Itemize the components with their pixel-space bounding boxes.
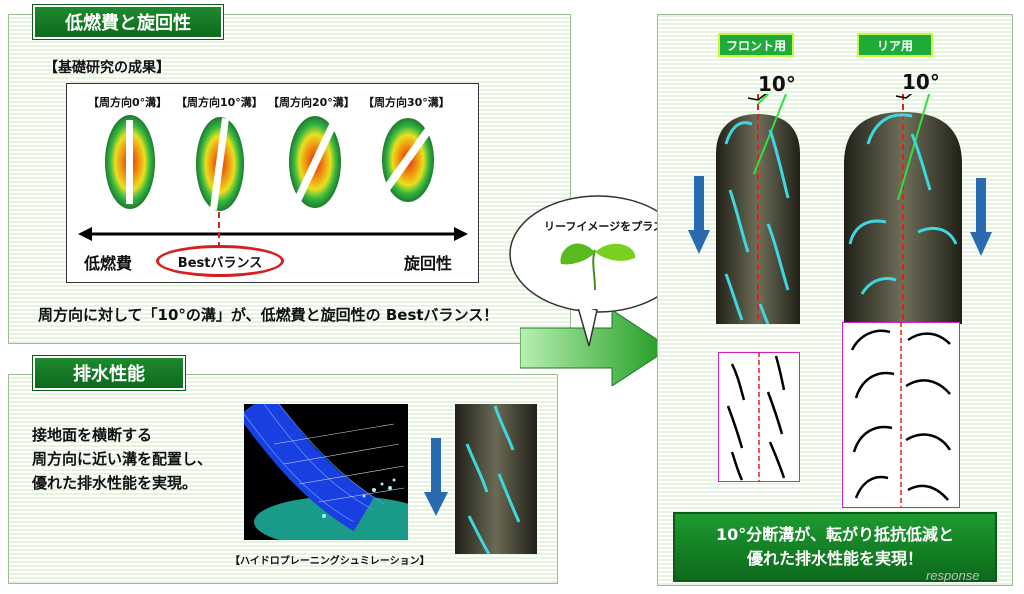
footprint-label-10: 【周方向10°溝】 — [176, 96, 263, 109]
fuel-turning-header: 低燃費と旋回性 — [33, 5, 223, 39]
rear-tread-pattern — [842, 322, 960, 508]
drainage-text-line2: 周方向に近い溝を配置し、 — [32, 450, 213, 468]
leaf-caption: リーフイメージをプラス — [544, 220, 664, 233]
footprint-label-30: 【周方向30°溝】 — [363, 96, 450, 109]
tread-summary-banner: 10°分断溝が、転がり抵抗低減と 優れた排水性能を実現！ — [673, 512, 997, 582]
fuel-efficiency-end-label: 低燃費 — [84, 254, 133, 273]
footprint-label-20: 【周方向20°溝】 — [268, 96, 355, 109]
leaf-speech-bubble — [509, 195, 687, 347]
rear-down-arrow — [970, 178, 992, 256]
front-tread-pattern — [718, 352, 800, 482]
best-balance-label: Bestバランス — [177, 255, 263, 271]
footprint-10deg — [196, 117, 244, 211]
simulation-caption: 【ハイドロプレーニングシュミレーション】 — [230, 556, 430, 567]
best-balance-oval: Bestバランス — [156, 245, 284, 277]
flow-arrow — [520, 310, 670, 386]
drain-down-arrow — [424, 438, 448, 516]
rear-tire-image — [844, 94, 962, 324]
turning-end-label: 旋回性 — [404, 254, 453, 273]
research-title: 【基礎研究の成果】 — [44, 60, 170, 76]
footprint-label-0: 【周方向0°溝】 — [88, 96, 168, 109]
front-tire-label: フロント用 — [718, 33, 794, 57]
rear-angle-label: 10° — [902, 70, 940, 94]
drain-tire-image — [455, 404, 537, 554]
watermark: response — [926, 568, 980, 583]
front-down-arrow — [688, 176, 710, 254]
footprint-20deg — [289, 116, 341, 208]
drainage-header: 排水性能 — [33, 356, 185, 390]
rear-tire-label: リア用 — [857, 33, 933, 57]
drainage-text-line1: 接地面を横断する — [32, 426, 153, 444]
best-marker-line — [218, 212, 220, 248]
tread-summary-line1: 10°分断溝が、転がり抵抗低減と — [716, 525, 954, 544]
footprint-0deg — [105, 115, 155, 209]
hydroplaning-simulation-image — [244, 404, 408, 540]
tread-summary-line2: 優れた排水性能を実現！ — [746, 549, 923, 568]
footprint-30deg — [380, 118, 434, 202]
fuel-conclusion: 周方向に対して「10°の溝」が、低燃費と旋回性の Bestバランス！ — [38, 306, 499, 324]
footprint-images — [105, 115, 434, 211]
tradeoff-axis-arrow — [78, 227, 468, 241]
front-angle-label: 10° — [758, 72, 796, 96]
front-tire-image — [716, 94, 800, 324]
drainage-text-line3: 優れた排水性能を実現。 — [32, 474, 198, 492]
leaf-icon — [560, 243, 636, 291]
